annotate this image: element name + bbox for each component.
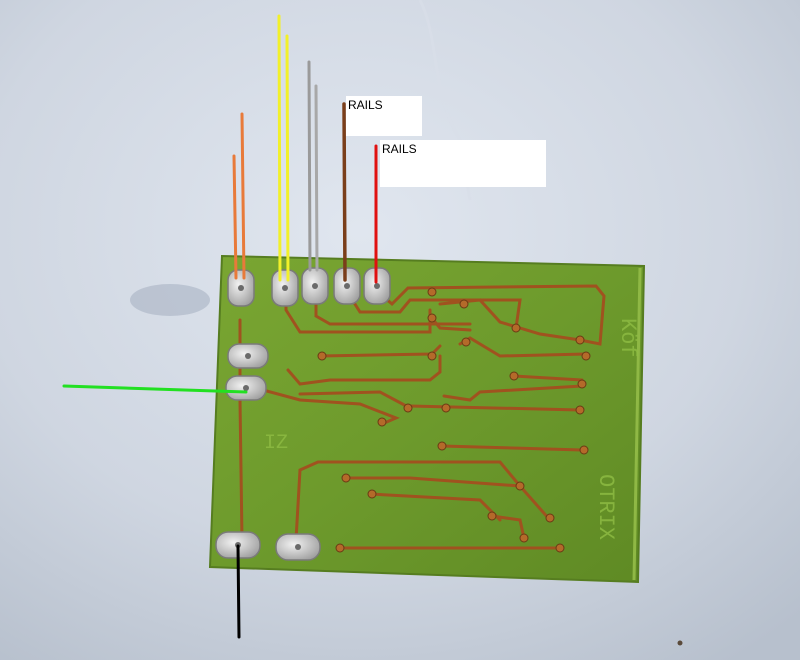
top-solder-pads [227,267,391,307]
trace-vias [317,287,591,553]
wire-orange-2 [240,112,246,280]
rails-label-1: RAILS [346,96,422,136]
wire-lines [62,14,378,639]
silkscreen-otrix: OTRIX [593,474,618,540]
paper-crease [418,0,472,201]
wire-yellow-1 [277,14,282,282]
wire-grey-2 [314,84,319,272]
wire-grey-1 [307,60,312,272]
pcb-board [208,254,646,584]
wire-brown [342,102,347,282]
bottom-solder-pads [215,531,321,561]
wire-orange-1 [232,154,238,280]
board-shadow [130,284,210,316]
dust-speck [677,640,683,646]
silkscreen-iz: IZ [264,432,288,455]
pcb-edge-highlight [632,267,642,581]
rails-label-2: RAILS [380,140,546,187]
wire-yellow-2 [285,34,290,282]
wire-black [236,544,241,639]
wire-green [62,384,248,394]
silkscreen-koef: Köf [615,318,640,358]
